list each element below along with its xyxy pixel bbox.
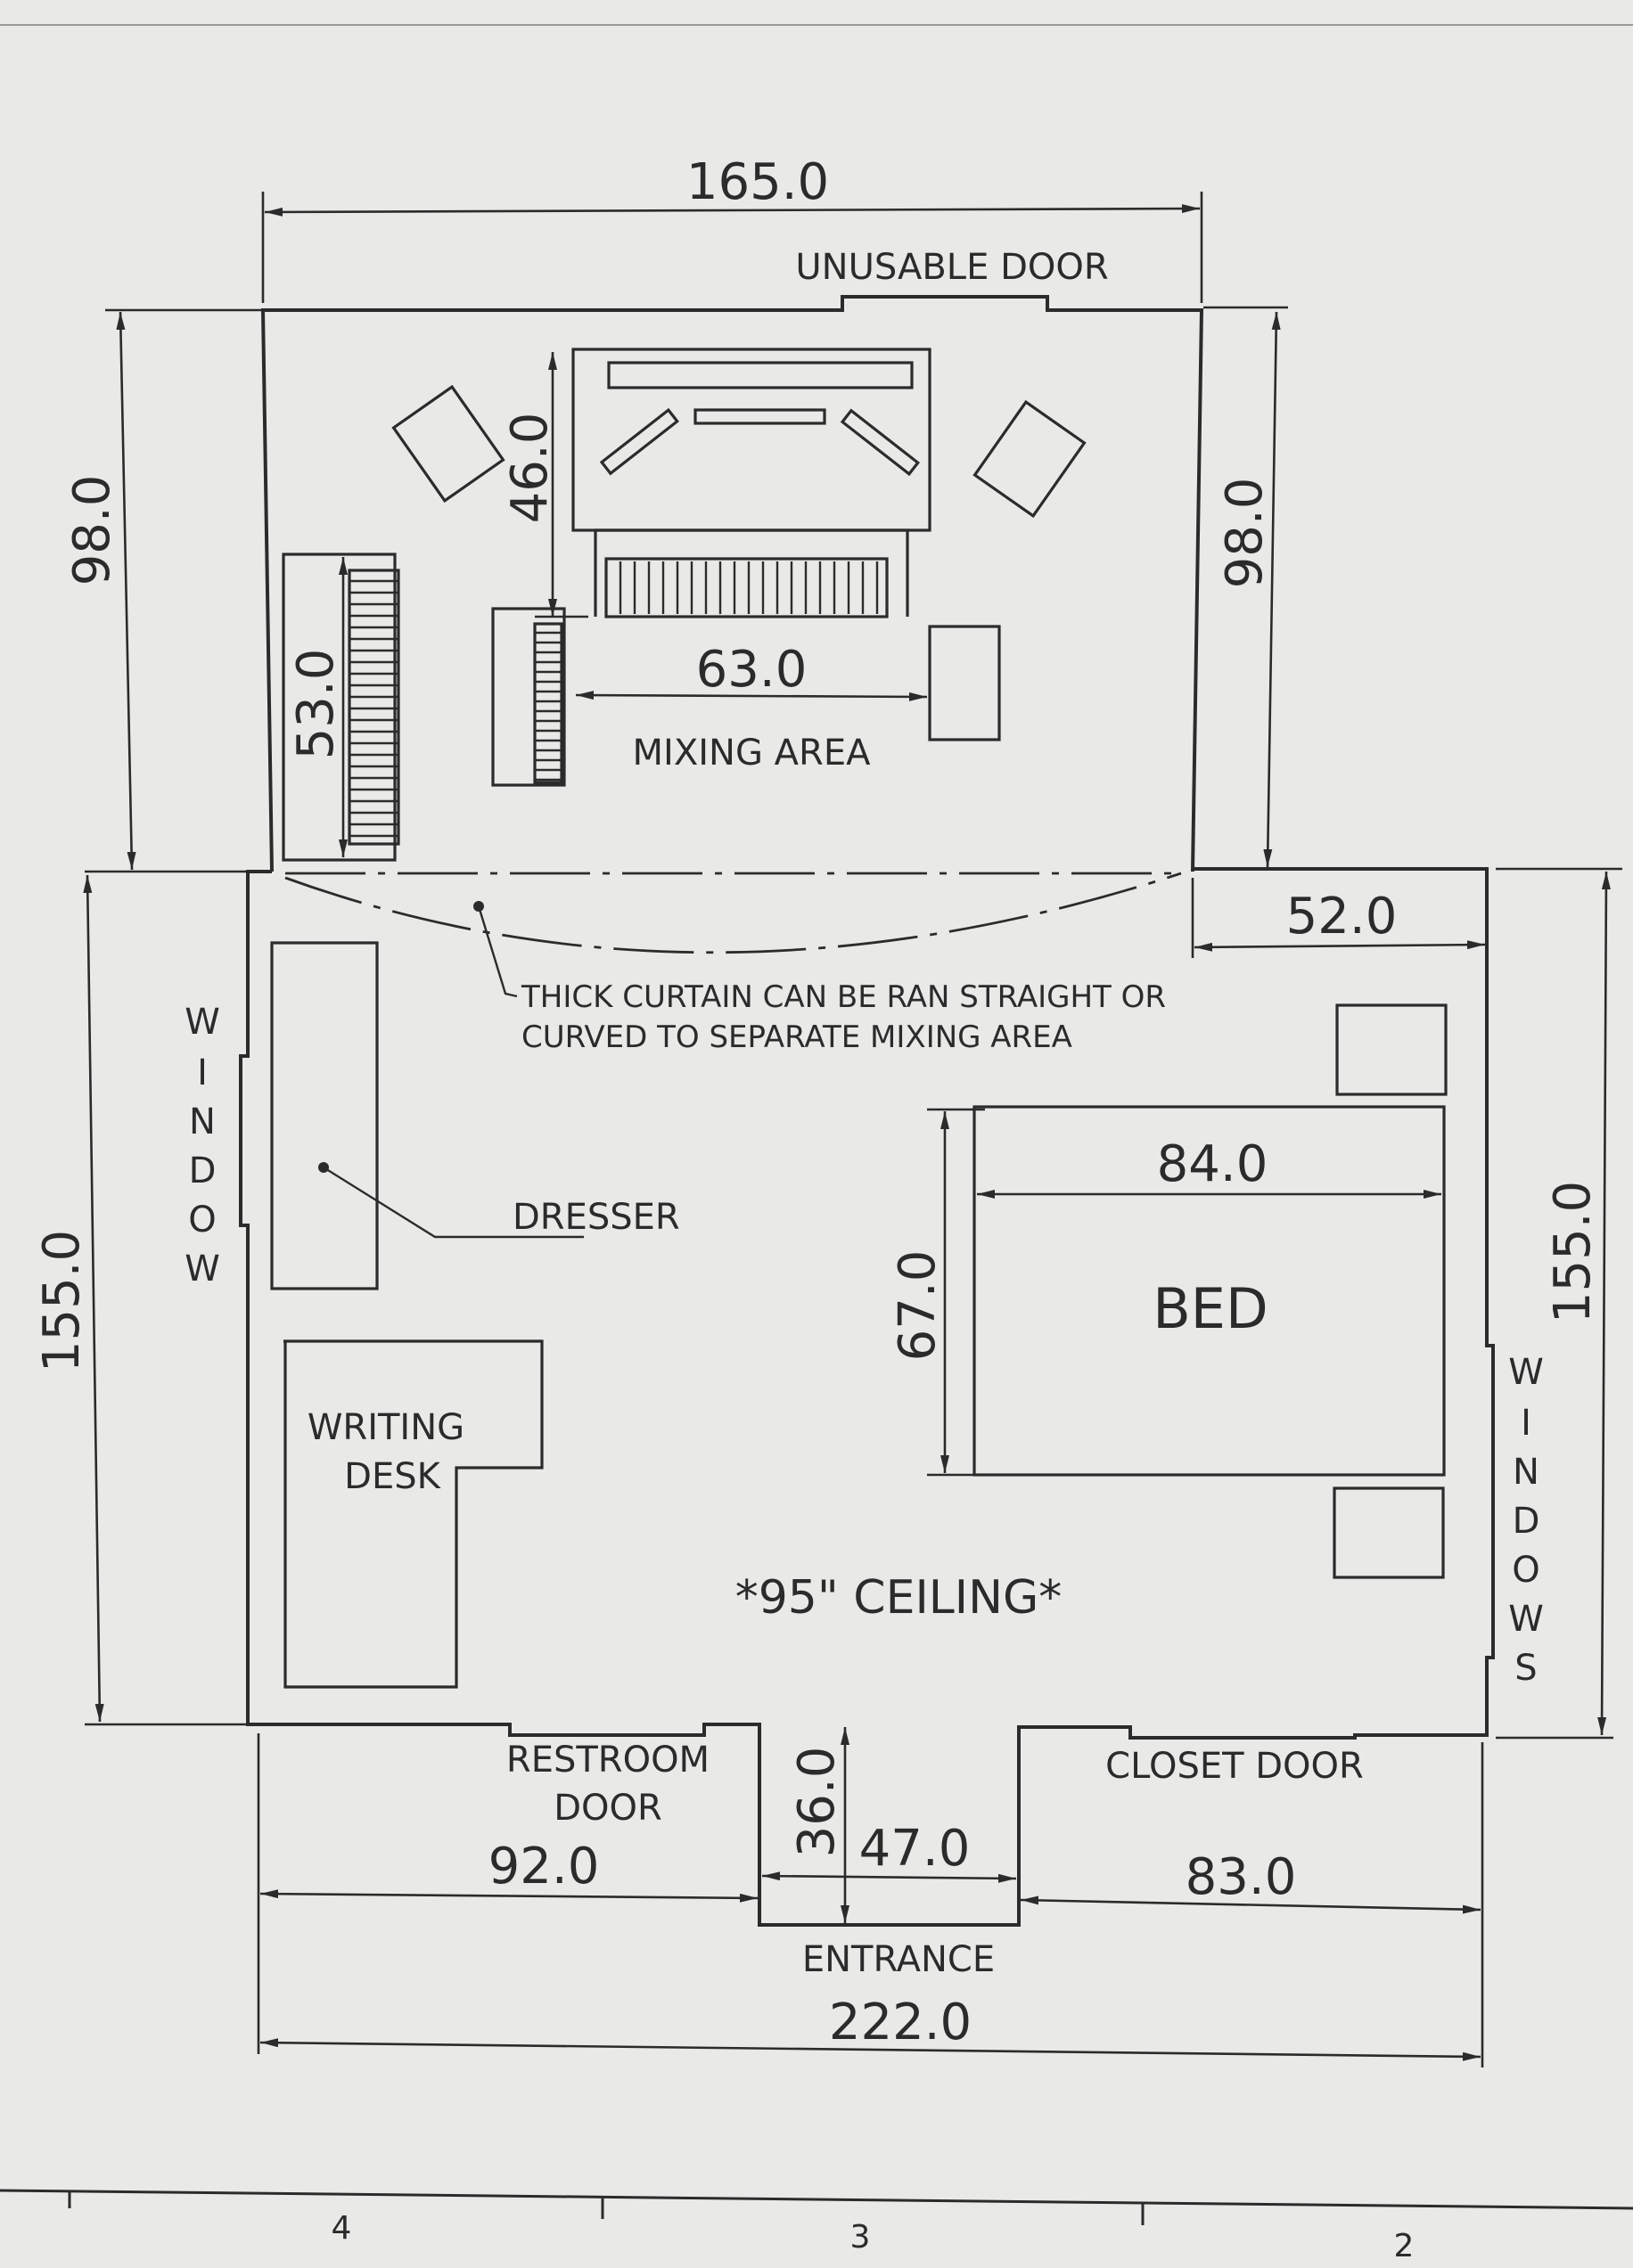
windows-letter: W [1508,1352,1544,1393]
keyboard-key-lines [349,579,398,838]
windows-letter: D [1513,1501,1540,1542]
dim-98-left-text: 98.0 [63,475,121,586]
ruler-mark: 2 [1394,2228,1415,2264]
dresser [270,941,379,1290]
curtain-note-line2: CURVED TO SEPARATE MIXING AREA [521,1019,1072,1055]
windows-letter: I [1521,1403,1531,1444]
windows-right-label: W I N D O W S [1508,1352,1544,1689]
restroom-door-line1: RESTROOM [506,1740,710,1781]
windows-letter: N [1513,1452,1539,1493]
writing-desk [283,1339,544,1689]
dim-83-text: 83.0 [1186,1848,1297,1906]
dim-165-text: 165.0 [686,153,829,211]
keyboard-keys [348,569,400,846]
desk-shelf [607,361,914,389]
ceiling-label: *95" CEILING* [735,1571,1063,1625]
dim-92 [259,1889,759,1903]
dim-165 [264,204,1201,217]
windows-letter: S [1514,1648,1537,1689]
dim-63 [575,691,928,701]
small-keyboard [491,607,566,787]
keyboard-rack [282,553,397,862]
dim-63-text: 63.0 [696,641,808,699]
walls [239,295,1495,1927]
desk-right-speaker-slot [840,408,920,477]
bed-label: BED [1153,1276,1268,1341]
dim-67-text: 67.0 [889,1250,947,1362]
window-letter: O [188,1200,216,1240]
closet-door-label: CLOSET DOOR [1105,1746,1364,1787]
right-monitor-speaker [972,399,1087,519]
dim-47 [761,1871,1017,1883]
dimension-lines [83,192,1622,2067]
window-letter: D [189,1150,217,1191]
desk-left-speaker-slot [599,407,679,476]
unusable-door-label: UNUSABLE DOOR [795,247,1108,288]
dim-84-text: 84.0 [1157,1135,1268,1193]
dim-52 [1194,940,1486,952]
curtain-note-line1: THICK CURTAIN CAN BE RAN STRAIGHT OR [521,979,1166,1015]
mixing-room-wall [260,295,1204,872]
writing-desk-line1: WRITING [308,1407,464,1448]
room-labels: UNUSABLE DOOR MIXING AREA THICK CURTAIN … [308,247,1364,1980]
mixing-desk [571,348,931,532]
window-letter: I [197,1052,208,1093]
mixing-furniture [282,348,1087,862]
desk-monitor [693,408,826,425]
mixer-faders [604,557,889,618]
curtain-curved [284,872,1182,954]
dim-46-text: 46.0 [501,413,559,524]
leaders [318,901,584,1239]
dim-222 [259,2038,1481,2061]
small-keyboard-keys [533,622,563,784]
room-furniture [270,941,1448,1689]
dim-83 [1020,1895,1481,1914]
restroom-door-line2: DOOR [554,1788,662,1829]
window-letter: N [189,1101,216,1142]
dresser-leader [323,1166,584,1239]
dim-92-text: 92.0 [488,1838,600,1895]
window-letter: W [185,1249,220,1290]
bed [972,1105,1446,1477]
dim-47-text: 47.0 [859,1820,971,1878]
ruler-mark: 3 [850,2219,871,2256]
dim-155-left-text: 155.0 [33,1230,91,1372]
main-room-wall [239,867,1495,1927]
ruler-line [0,2189,1633,2210]
left-monitor-speaker [391,384,505,504]
dimension-text: 165.0 98.0 98.0 46.0 63.0 53.0 52.0 155.… [33,153,1602,2051]
small-keyboard-key-lines [535,631,562,782]
curtain-leader [477,905,518,998]
nightstand-bottom [1333,1486,1445,1579]
dim-52-text: 52.0 [1286,888,1398,946]
dresser-label: DRESSER [513,1197,680,1238]
dim-98-left [116,311,136,871]
mixing-area-label: MIXING AREA [633,733,872,774]
dim-53-text: 53.0 [287,649,345,760]
window-letter: W [185,1002,220,1043]
dim-155-right-text: 155.0 [1544,1181,1602,1323]
dim-98-right-text: 98.0 [1216,478,1274,589]
page-ruler: 4 3 2 [0,2189,1633,2264]
mixer-fader-lines [619,561,879,614]
ruler-mark: 4 [332,2210,352,2247]
windows-letter: O [1512,1550,1539,1591]
window-left-label: W I N D O W [185,1002,220,1290]
writing-desk-line2: DESK [344,1456,441,1497]
dim-155-right [1597,871,1611,1736]
dim-222-text: 222.0 [829,1994,972,2051]
nightstand-top [1335,1003,1448,1096]
side-rack [928,625,1001,741]
dim-36-text: 36.0 [788,1747,846,1858]
dim-155-left [83,874,104,1723]
windows-letter: W [1508,1599,1544,1640]
dim-98-right [1263,311,1281,868]
mixer [594,528,909,617]
entrance-label: ENTRANCE [802,1939,995,1980]
